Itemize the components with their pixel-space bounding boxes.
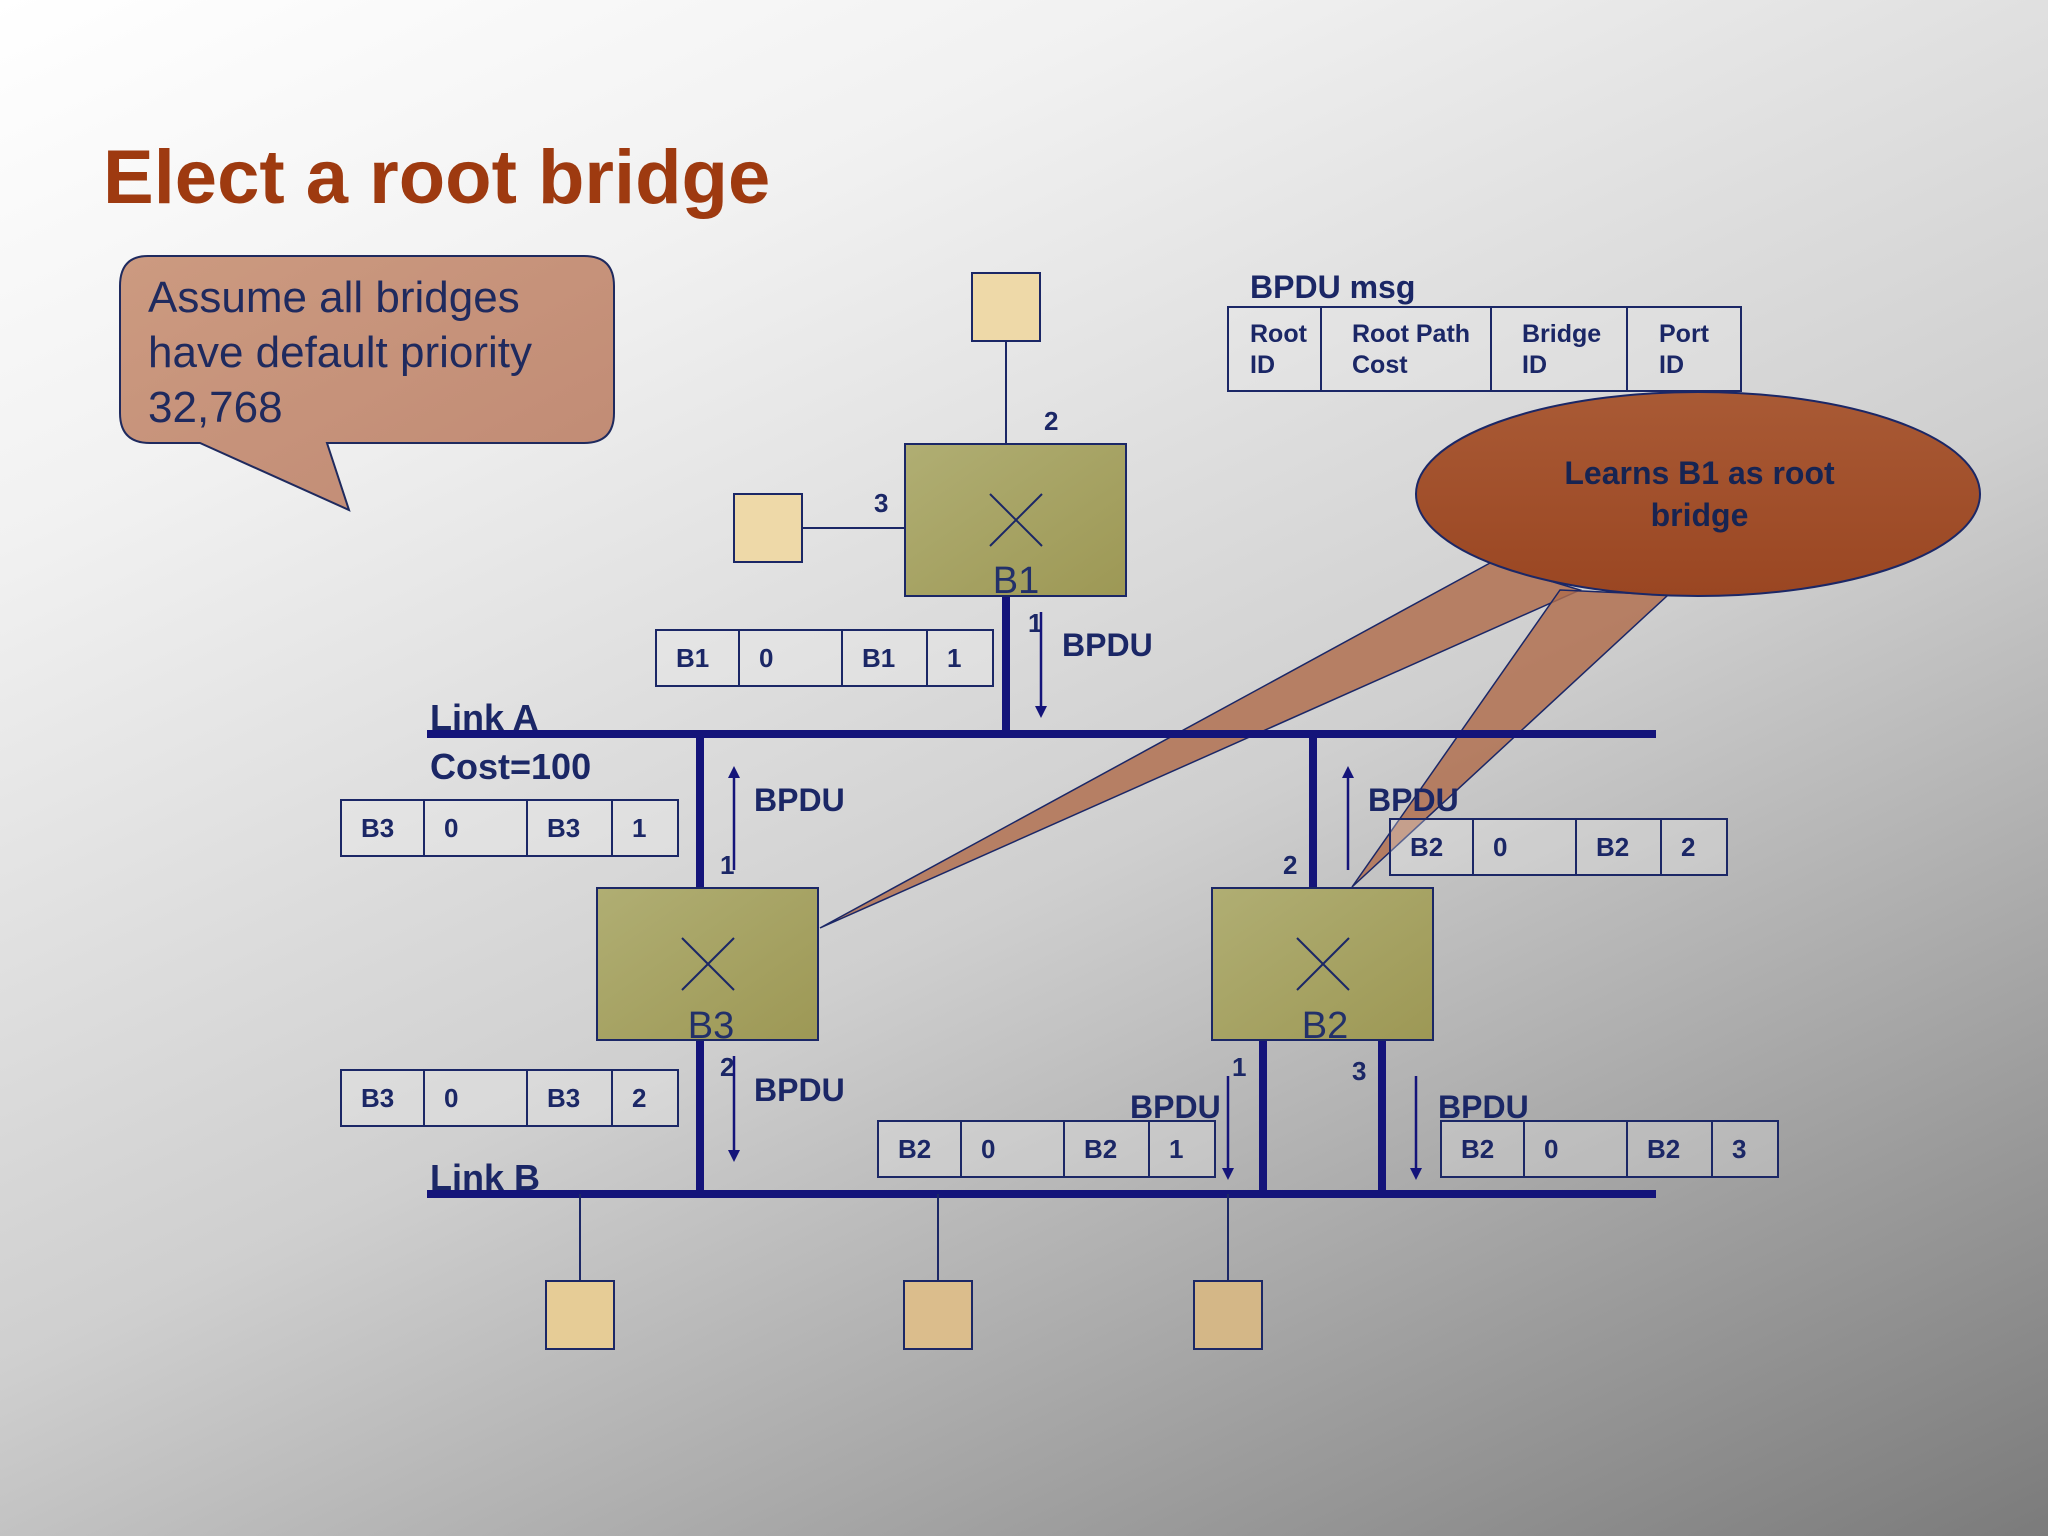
bubble-pointer-b2 bbox=[1351, 589, 1670, 888]
msg-cell-port-id: 3 bbox=[1732, 1134, 1746, 1164]
bpdu-label-b2-up: BPDU bbox=[1368, 782, 1459, 818]
msg-cell-box bbox=[738, 629, 843, 687]
link-a-cost: Cost=100 bbox=[430, 746, 591, 787]
bpdu-label-b2-p3: BPDU bbox=[1438, 1089, 1529, 1125]
bpdu-msg-b2-port1: B2 0 B2 1 bbox=[877, 1120, 1216, 1178]
b2-port-bottom-right: 3 bbox=[1352, 1056, 1366, 1086]
callout-box bbox=[119, 255, 615, 512]
link-a-label: Link A bbox=[430, 697, 539, 738]
b1-port-top: 2 bbox=[1044, 406, 1058, 436]
msg-cell-root-path-cost: 0 bbox=[444, 1083, 458, 1113]
b3-port-bottom: 2 bbox=[720, 1052, 734, 1082]
bpdu-label-b2-p1: BPDU bbox=[1130, 1089, 1221, 1125]
bridge-b2-label: B2 bbox=[1302, 1005, 1348, 1047]
msg-cell-box bbox=[877, 1120, 962, 1178]
callout-text: Assume all bridges have default priority… bbox=[148, 270, 608, 435]
bpdu-format-table: Root ID Root Path Cost Bridge ID Port ID bbox=[1227, 306, 1742, 392]
msg-cell-box bbox=[841, 629, 928, 687]
msg-cell-box bbox=[1660, 818, 1728, 876]
bpdu-msg-b3-port1: B3 0 B3 1 bbox=[340, 799, 679, 857]
bpdu-msg-b2-port3: B2 0 B2 3 bbox=[1440, 1120, 1779, 1178]
msg-cell-port-id: 2 bbox=[1681, 832, 1695, 862]
field-bridge-id-line2: ID bbox=[1522, 351, 1547, 379]
msg-cell-box bbox=[340, 799, 425, 857]
field-root-id-line1: Root bbox=[1250, 320, 1308, 348]
bpdu-msg-b2-port2: B2 0 B2 2 bbox=[1389, 818, 1728, 876]
b3-port-top: 1 bbox=[720, 850, 734, 880]
msg-cell-root-path-cost: 0 bbox=[1544, 1134, 1558, 1164]
msg-cell-port-id: 1 bbox=[632, 813, 646, 843]
msg-cell-root-path-cost: 0 bbox=[981, 1134, 995, 1164]
field-root-id-line2: ID bbox=[1250, 351, 1275, 379]
link-b-label: Link B bbox=[430, 1157, 540, 1198]
msg-cell-port-id: 1 bbox=[1169, 1134, 1183, 1164]
b2-port-top: 2 bbox=[1283, 850, 1297, 880]
bpdu-msg-b1-port1: B1 0 B1 1 bbox=[655, 629, 994, 687]
msg-cell-bridge-id: B3 bbox=[547, 1083, 580, 1113]
bridge-b1-label: B1 bbox=[993, 560, 1039, 602]
msg-cell-box bbox=[1389, 818, 1474, 876]
bpdu-msg-b3-port2: B3 0 B3 2 bbox=[340, 1069, 679, 1127]
field-root-path-cost-line1: Root Path bbox=[1352, 320, 1470, 348]
callout-line-2: have default priority bbox=[148, 328, 532, 377]
host-left bbox=[733, 493, 803, 563]
bubble-line-2: bridge bbox=[1650, 497, 1749, 533]
msg-cell-root-path-cost: 0 bbox=[759, 643, 773, 673]
msg-cell-box bbox=[926, 629, 994, 687]
msg-cell-box bbox=[423, 799, 528, 857]
b1-port-bottom: 1 bbox=[1028, 608, 1042, 638]
bridge-b3[interactable]: B3 bbox=[596, 887, 819, 1047]
host-link-b-2 bbox=[903, 1280, 973, 1350]
bridge-b1[interactable]: B1 bbox=[904, 443, 1127, 602]
field-port-id-line1: Port bbox=[1659, 320, 1710, 348]
msg-cell-bridge-id: B2 bbox=[1596, 832, 1629, 862]
bubble-line-1: Learns B1 as root bbox=[1564, 455, 1835, 491]
msg-cell-root-id: B3 bbox=[361, 1083, 394, 1113]
host-link-b-3 bbox=[1193, 1280, 1263, 1350]
msg-cell-bridge-id: B2 bbox=[1647, 1134, 1680, 1164]
msg-cell-bridge-id: B3 bbox=[547, 813, 580, 843]
msg-cell-box bbox=[423, 1069, 528, 1127]
field-root-path-cost-line2: Cost bbox=[1352, 351, 1408, 379]
msg-cell-root-id: B2 bbox=[1410, 832, 1443, 862]
msg-cell-box bbox=[611, 799, 679, 857]
callout-line-3: 32,768 bbox=[148, 383, 283, 432]
msg-cell-root-id: B1 bbox=[676, 643, 709, 673]
msg-cell-bridge-id: B1 bbox=[862, 643, 895, 673]
msg-cell-root-id: B2 bbox=[1461, 1134, 1494, 1164]
msg-cell-box bbox=[526, 1069, 613, 1127]
msg-cell-root-id: B2 bbox=[898, 1134, 931, 1164]
bpdu-label-b1: BPDU bbox=[1062, 627, 1153, 663]
msg-cell-box bbox=[655, 629, 740, 687]
msg-cell-bridge-id: B2 bbox=[1084, 1134, 1117, 1164]
bpdu-label-b3-up: BPDU bbox=[754, 782, 845, 818]
slide-title: Elect a root bridge bbox=[103, 135, 771, 220]
msg-cell-box bbox=[960, 1120, 1065, 1178]
msg-cell-box bbox=[1523, 1120, 1628, 1178]
msg-cell-box bbox=[1711, 1120, 1779, 1178]
bpdu-format-title: BPDU msg bbox=[1250, 269, 1415, 305]
msg-cell-box bbox=[526, 799, 613, 857]
msg-cell-port-id: 2 bbox=[632, 1083, 646, 1113]
b2-port-bottom-left: 1 bbox=[1232, 1052, 1246, 1082]
host-top bbox=[971, 272, 1041, 342]
learns-bubble-text: Learns B1 as root bridge bbox=[1422, 452, 1977, 536]
host-link-b-1 bbox=[545, 1280, 615, 1350]
bridge-b3-label: B3 bbox=[688, 1005, 734, 1047]
bpdu-label-b3-down: BPDU bbox=[754, 1072, 845, 1108]
msg-cell-box bbox=[1148, 1120, 1216, 1178]
msg-cell-box bbox=[1472, 818, 1577, 876]
callout-line-1: Assume all bridges bbox=[148, 273, 520, 322]
b1-port-left: 3 bbox=[874, 488, 888, 518]
msg-cell-root-path-cost: 0 bbox=[1493, 832, 1507, 862]
field-bridge-id-line1: Bridge bbox=[1522, 320, 1601, 348]
msg-cell-root-id: B3 bbox=[361, 813, 394, 843]
msg-cell-root-path-cost: 0 bbox=[444, 813, 458, 843]
msg-cell-port-id: 1 bbox=[947, 643, 961, 673]
field-port-id-line2: ID bbox=[1659, 351, 1684, 379]
msg-cell-box bbox=[611, 1069, 679, 1127]
bridge-b2[interactable]: B2 bbox=[1211, 887, 1434, 1047]
